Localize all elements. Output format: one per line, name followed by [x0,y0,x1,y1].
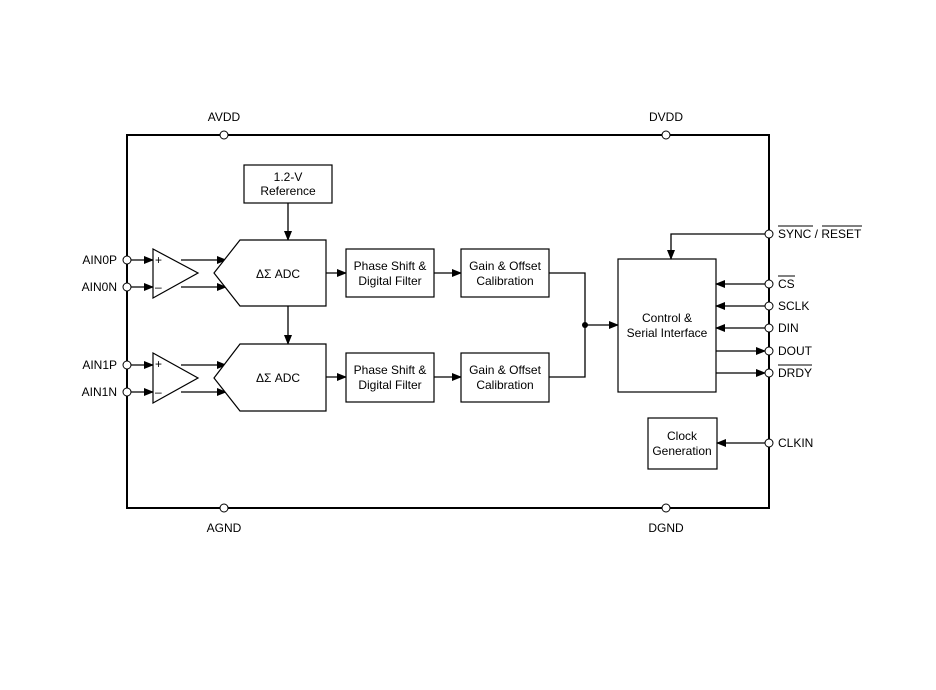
dvdd-pin [661,130,671,140]
gain-cal-0-block [460,248,550,298]
reference-label-line2: Reference [260,184,316,198]
gain-cal-0-line2: Calibration [476,274,533,288]
amp0-plus: + [155,253,162,267]
reference-label-line1: 1.2-V [274,170,303,184]
din-pin [764,323,774,333]
ain0n-label: AIN0N [82,280,117,294]
ain1n-label: AIN1N [82,385,117,399]
clkin-pin [764,438,774,448]
control-label-line1: Control & [642,311,692,325]
clock-label-line1: Clock [667,429,698,443]
phase-filter-1-line1: Phase Shift & [354,363,427,377]
gain-cal-1-line2: Calibration [476,378,533,392]
sclk-label: SCLK [778,299,809,313]
clock-generation-block [647,417,718,470]
sync-reset-pin [764,229,774,239]
control-serial-block [617,258,717,393]
ain1n-pin [122,387,132,397]
adc-0-label: ΔΣ ADC [256,267,300,281]
amp0-minus: – [155,280,162,294]
chip-boundary [126,134,770,509]
reset-label: RESET [821,227,862,241]
dgnd-pin [661,503,671,513]
agnd-pin [219,503,229,513]
amp1-minus: – [155,385,162,399]
amp1-plus: + [155,357,162,371]
sync-reset-label: SYNC / RESET [778,227,862,241]
gain0-to-junction-wire [549,272,586,378]
gain-cal-1-line1: Gain & Offset [469,363,541,377]
ain0n-pin [122,282,132,292]
avdd-pin [219,130,229,140]
avdd-label: AVDD [208,110,241,124]
phase-filter-1-line2: Digital Filter [358,378,421,392]
dgnd-label: DGND [648,521,684,535]
gain-cal-0-line1: Gain & Offset [469,259,541,273]
agnd-label: AGND [207,521,242,535]
dout-label: DOUT [778,344,813,358]
gain-cal-1-block [460,352,550,403]
phase-filter-0-block [345,248,435,298]
dout-pin [764,346,774,356]
ain0p-label: AIN0P [82,253,117,267]
phase-filter-0-line2: Digital Filter [358,274,421,288]
sync-label: SYNC [778,227,812,241]
ain1p-pin [122,360,132,370]
clock-label-line2: Generation [652,444,711,458]
dvdd-label: DVDD [649,110,683,124]
adc-1-label: ΔΣ ADC [256,371,300,385]
amplifier-1-icon [152,351,200,405]
sclk-pin [764,301,774,311]
phase-filter-0-line1: Phase Shift & [354,259,427,273]
control-label-line2: Serial Interface [627,326,708,340]
sync-reset-separator: / [811,227,821,241]
cs-label: CS [778,277,795,291]
ain1p-label: AIN1P [82,358,117,372]
sync-reset-wire [667,233,765,260]
clkin-label: CLKIN [778,436,813,450]
amplifier-0-icon [152,248,200,300]
drdy-pin [764,368,774,378]
din-label: DIN [778,321,799,335]
drdy-label: DRDY [778,366,812,380]
ain0p-pin [122,255,132,265]
cs-pin [764,279,774,289]
